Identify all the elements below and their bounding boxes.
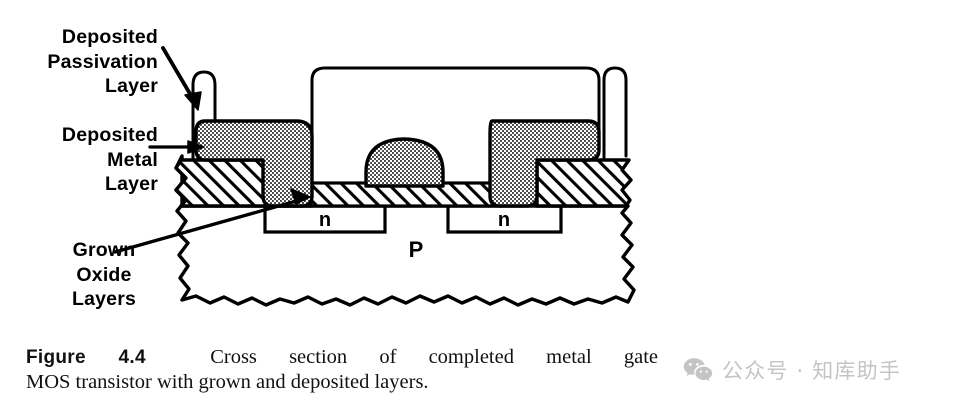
callout-label-deposited-metal-layer: Deposited Metal Layer: [61, 124, 158, 195]
label-n-source: n: [319, 209, 331, 231]
leader-metal-arrow: [148, 140, 205, 154]
n-diffusion-drain: [446, 206, 563, 234]
label-n-drain: n: [498, 209, 510, 231]
figure-caption: Figure 4.4 Cross section of completed me…: [26, 345, 658, 395]
deposited-metal-layer-gate: [364, 137, 445, 188]
leader-passivation-arrow: [161, 46, 202, 111]
grown-oxide-layer-right: [535, 158, 633, 208]
leader-oxide-arrow: [113, 188, 311, 254]
figure-caption-line-2: MOS transistor with grown and deposited …: [26, 371, 429, 393]
wechat-icon: [683, 358, 713, 381]
watermark-text: 公众号 · 知库助手: [722, 359, 902, 383]
figure-caption-tag: Figure 4.4: [26, 347, 146, 368]
p-substrate: [174, 154, 636, 307]
callout-label-grown-oxide-layers: Grown Oxide Layers: [71, 239, 137, 310]
deposited-passivation-layer: [191, 66, 628, 160]
n-diffusion-source: [263, 206, 387, 234]
callout-label-deposited-passivation-layer: Deposited Passivation Layer: [47, 26, 158, 97]
label-p-substrate: P: [409, 237, 424, 262]
watermark: 公众号 · 知库助手: [683, 355, 901, 385]
figure-caption-line-1: Cross section of completed metal gate: [210, 346, 659, 368]
